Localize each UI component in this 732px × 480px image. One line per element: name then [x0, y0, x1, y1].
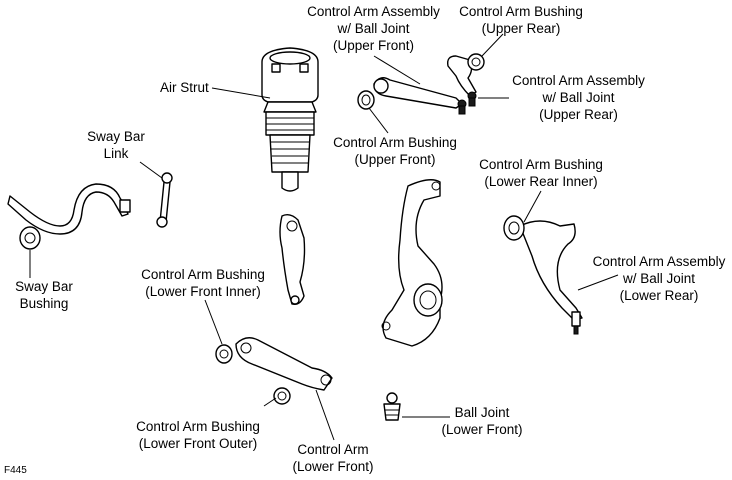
upper-rear-bushing-drawing — [467, 53, 485, 71]
lower-front-outer-bushing-drawing — [273, 387, 291, 405]
label-control-arm-bushing-lower-rear-inner: Control Arm Bushing (Lower Rear Inner) — [479, 157, 603, 189]
leader-lines — [29, 33, 619, 441]
label-sway-bar-bushing: Sway Bar Bushing — [15, 279, 73, 311]
ball-joint-drawing — [383, 392, 401, 421]
lower-rear-arm-drawing — [519, 220, 583, 335]
label-control-arm-bushing-lower-front-inner: Control Arm Bushing (Lower Front Inner) — [141, 267, 265, 299]
label-control-arm-bushing-upper-front: Control Arm Bushing (Upper Front) — [333, 135, 457, 167]
sway-bar-drawing — [7, 183, 131, 250]
upper-front-bushing-drawing — [357, 90, 375, 110]
upper-front-arm-drawing — [373, 77, 467, 115]
label-control-arm-bushing-upper-rear: Control Arm Bushing (Upper Rear) — [459, 4, 583, 36]
label-ball-joint-lower-front: Ball Joint (Lower Front) — [441, 405, 523, 437]
figure-code: F445 — [4, 465, 27, 476]
label-sway-bar-link: Sway Bar Link — [87, 129, 145, 161]
sway-bar-link-drawing — [156, 172, 173, 228]
label-control-arm-assembly-upper-rear: Control Arm Assembly w/ Ball Joint (Uppe… — [512, 73, 645, 122]
lower-front-inner-bushing-drawing — [215, 344, 233, 364]
lower-front-arm-drawing — [235, 337, 333, 391]
lower-rear-inner-bushing-drawing — [503, 215, 525, 241]
label-control-arm-assembly-upper-front: Control Arm Assembly w/ Ball Joint (Uppe… — [307, 4, 440, 53]
label-air-strut: Air Strut — [160, 80, 209, 95]
air-strut-drawing — [261, 47, 319, 192]
knuckle-drawing — [381, 179, 443, 347]
bracket-drawing — [279, 213, 306, 306]
label-control-arm-bushing-lower-front-outer: Control Arm Bushing (Lower Front Outer) — [136, 419, 260, 451]
label-control-arm-assembly-lower-rear: Control Arm Assembly w/ Ball Joint (Lowe… — [592, 254, 726, 303]
label-control-arm-lower-front: Control Arm (Lower Front) — [292, 442, 374, 474]
